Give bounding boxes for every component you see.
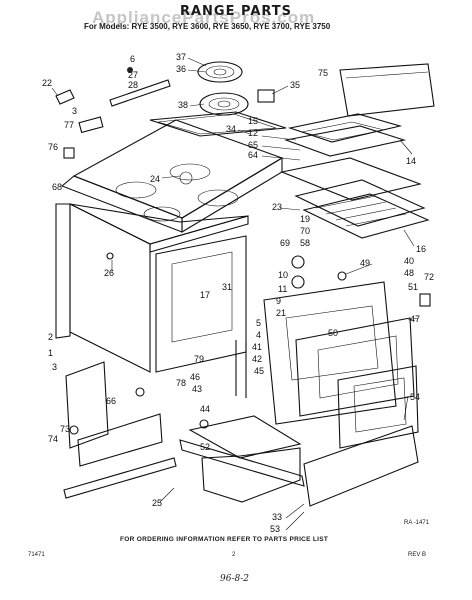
callout-58: 58 <box>300 238 310 248</box>
callout-14: 14 <box>406 156 416 166</box>
callout-10: 10 <box>278 270 288 280</box>
callout-6: 6 <box>130 54 135 64</box>
range-cabinet <box>55 203 249 373</box>
callout-46: 46 <box>190 372 200 382</box>
callout-41: 41 <box>252 342 262 352</box>
callout-17: 17 <box>200 290 210 300</box>
callout-48: 48 <box>404 268 414 278</box>
callout-34: 34 <box>226 124 236 134</box>
callout-38: 38 <box>178 100 188 110</box>
handwritten-note: 96-8-2 <box>220 574 249 584</box>
callout-42: 42 <box>252 354 262 364</box>
callout-24: 24 <box>150 174 160 184</box>
document-code: 71471 <box>28 552 45 558</box>
callout-70: 70 <box>300 226 310 236</box>
callout-3-top: 3 <box>72 106 77 116</box>
callout-4: 4 <box>256 330 261 340</box>
callout-68: 68 <box>52 182 62 192</box>
callout-21: 21 <box>276 308 286 318</box>
callout-5: 5 <box>256 318 261 328</box>
callout-45: 45 <box>254 366 264 376</box>
callout-25: 25 <box>152 498 162 508</box>
callout-37: 37 <box>176 52 186 62</box>
callout-51: 51 <box>408 282 418 292</box>
callout-40: 40 <box>404 256 414 266</box>
callout-79: 79 <box>194 354 204 364</box>
callout-12: 12 <box>248 128 258 138</box>
callout-75: 75 <box>318 68 328 78</box>
oven-racks <box>280 113 430 239</box>
callout-16: 16 <box>416 244 426 254</box>
page-number: 2 <box>232 552 236 558</box>
callout-28: 28 <box>128 80 138 90</box>
callout-11: 11 <box>278 284 287 294</box>
callout-47: 47 <box>410 314 420 324</box>
storage-drawer <box>179 415 419 507</box>
back-panel <box>339 63 435 117</box>
oven-door <box>263 281 419 449</box>
reference-code: RA -1471 <box>404 520 430 526</box>
watermark: AppliancePartsPros.com <box>92 8 316 27</box>
callout-78: 78 <box>176 378 186 388</box>
callout-9: 9 <box>276 296 281 306</box>
trim-parts <box>63 340 247 499</box>
callout-50: 50 <box>328 328 338 338</box>
top-frame <box>149 111 287 137</box>
callout-15: 15 <box>248 116 258 126</box>
callout-1: 1 <box>48 348 53 358</box>
surface-burners <box>197 61 249 116</box>
diagram-title: RANGE PARTS <box>179 4 293 19</box>
leader-lines <box>51 57 419 531</box>
callout-36: 36 <box>176 64 186 74</box>
callout-31: 31 <box>222 282 232 292</box>
callout-66: 66 <box>106 396 116 406</box>
callout-33: 33 <box>272 512 282 522</box>
callout-53: 53 <box>270 524 280 534</box>
callout-54: 54 <box>410 392 420 402</box>
callout-labels: 6 37 36 35 22 27 28 75 38 3 77 76 34 15 … <box>42 52 434 534</box>
revision-label: REV B <box>408 552 427 558</box>
callout-65: 65 <box>248 140 258 150</box>
callout-27: 27 <box>128 70 138 80</box>
callout-35: 35 <box>290 80 300 90</box>
callout-43: 43 <box>192 384 202 394</box>
callout-44: 44 <box>200 404 210 414</box>
callout-73: 73 <box>60 424 70 434</box>
callout-3-side: 3 <box>52 362 57 372</box>
callout-49: 49 <box>360 258 370 268</box>
callout-72: 72 <box>424 272 434 282</box>
model-list: For Models: RYE 3500, RYE 3600, RYE 3650… <box>84 22 331 31</box>
callout-64: 64 <box>248 150 258 160</box>
callout-52: 52 <box>200 442 210 452</box>
callout-2: 2 <box>48 332 53 342</box>
callout-77: 77 <box>64 120 74 130</box>
control-parts <box>55 79 275 159</box>
callout-69: 69 <box>280 238 290 248</box>
callout-74: 74 <box>48 434 58 444</box>
callout-26: 26 <box>104 268 114 278</box>
callout-76: 76 <box>48 142 58 152</box>
callout-22: 22 <box>42 78 52 88</box>
ordering-note: FOR ORDERING INFORMATION REFER TO PARTS … <box>120 536 329 543</box>
callout-19: 19 <box>300 214 310 224</box>
hardware <box>69 67 431 435</box>
callout-23: 23 <box>272 202 282 212</box>
